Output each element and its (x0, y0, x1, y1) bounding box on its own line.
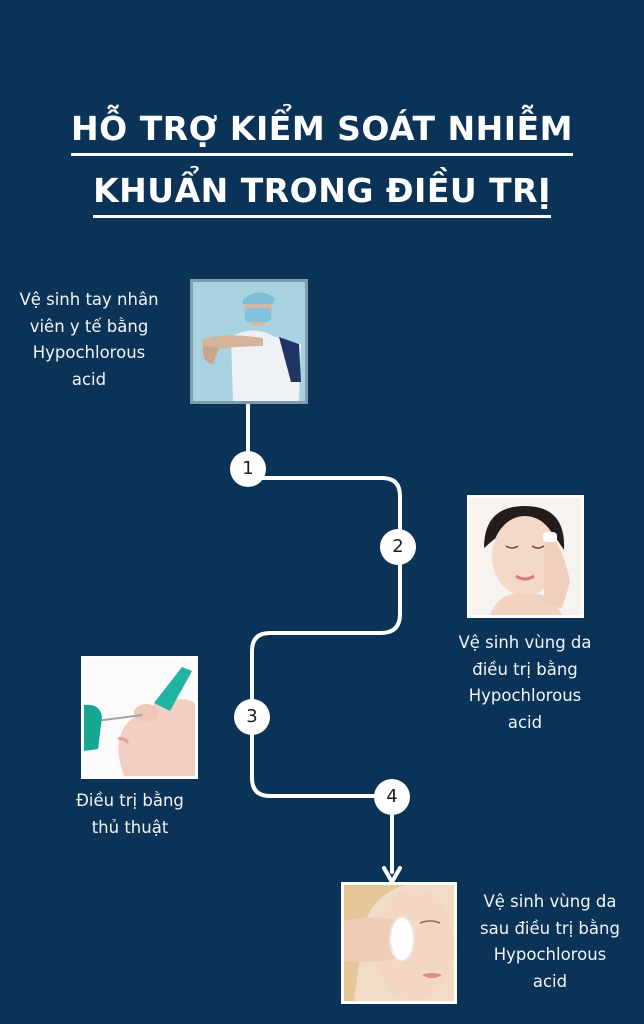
step-1-node: 1 (230, 451, 266, 487)
caption-line: acid (507, 712, 543, 732)
step-2-node: 2 (380, 529, 416, 565)
caption-line: điều trị bằng (472, 659, 578, 679)
step-4-caption: Vệ sinh vùng da sau điều trị bằng Hypoch… (460, 889, 640, 995)
caption-line: Hypochlorous (468, 686, 582, 705)
woman-cotton-pad-eye-photo (341, 882, 457, 1004)
caption-line: Vệ sinh vùng da (483, 892, 617, 911)
step-3-node: 3 (234, 699, 270, 735)
caption-line: Điều trị bằng (76, 791, 184, 810)
caption-line: acid (71, 369, 107, 389)
step-2-caption: Vệ sinh vùng da điều trị bằng Hypochloro… (440, 630, 610, 736)
caption-line: Hypochlorous (32, 343, 146, 362)
title-line-1: HỖ TRỢ KIỂM SOÁT NHIỄM (71, 107, 573, 156)
title-line-2: KHUẨN TRONG ĐIỀU TRỊ (93, 169, 551, 218)
woman-cleansing-face-photo (467, 495, 584, 618)
step-4-node: 4 (374, 779, 410, 815)
healthcare-worker-hand-hygiene-photo (190, 279, 308, 404)
caption-line: thủ thuật (91, 817, 169, 837)
nasal-procedure-photo (81, 656, 198, 779)
step-3-caption: Điều trị bằng thủ thuật (40, 788, 220, 841)
caption-line: Vệ sinh tay nhân (19, 290, 159, 309)
step-1-caption: Vệ sinh tay nhân viên y tế bằng Hypochlo… (0, 287, 178, 393)
caption-line: acid (532, 971, 568, 991)
caption-line: viên y tế bằng (29, 316, 149, 336)
caption-line: Vệ sinh vùng da (458, 633, 592, 652)
caption-line: Hypochlorous (493, 945, 607, 964)
page-title: HỖ TRỢ KIỂM SOÁT NHIỄM KHUẨN TRONG ĐIỀU … (0, 100, 644, 224)
caption-line: sau điều trị bằng (480, 918, 620, 938)
